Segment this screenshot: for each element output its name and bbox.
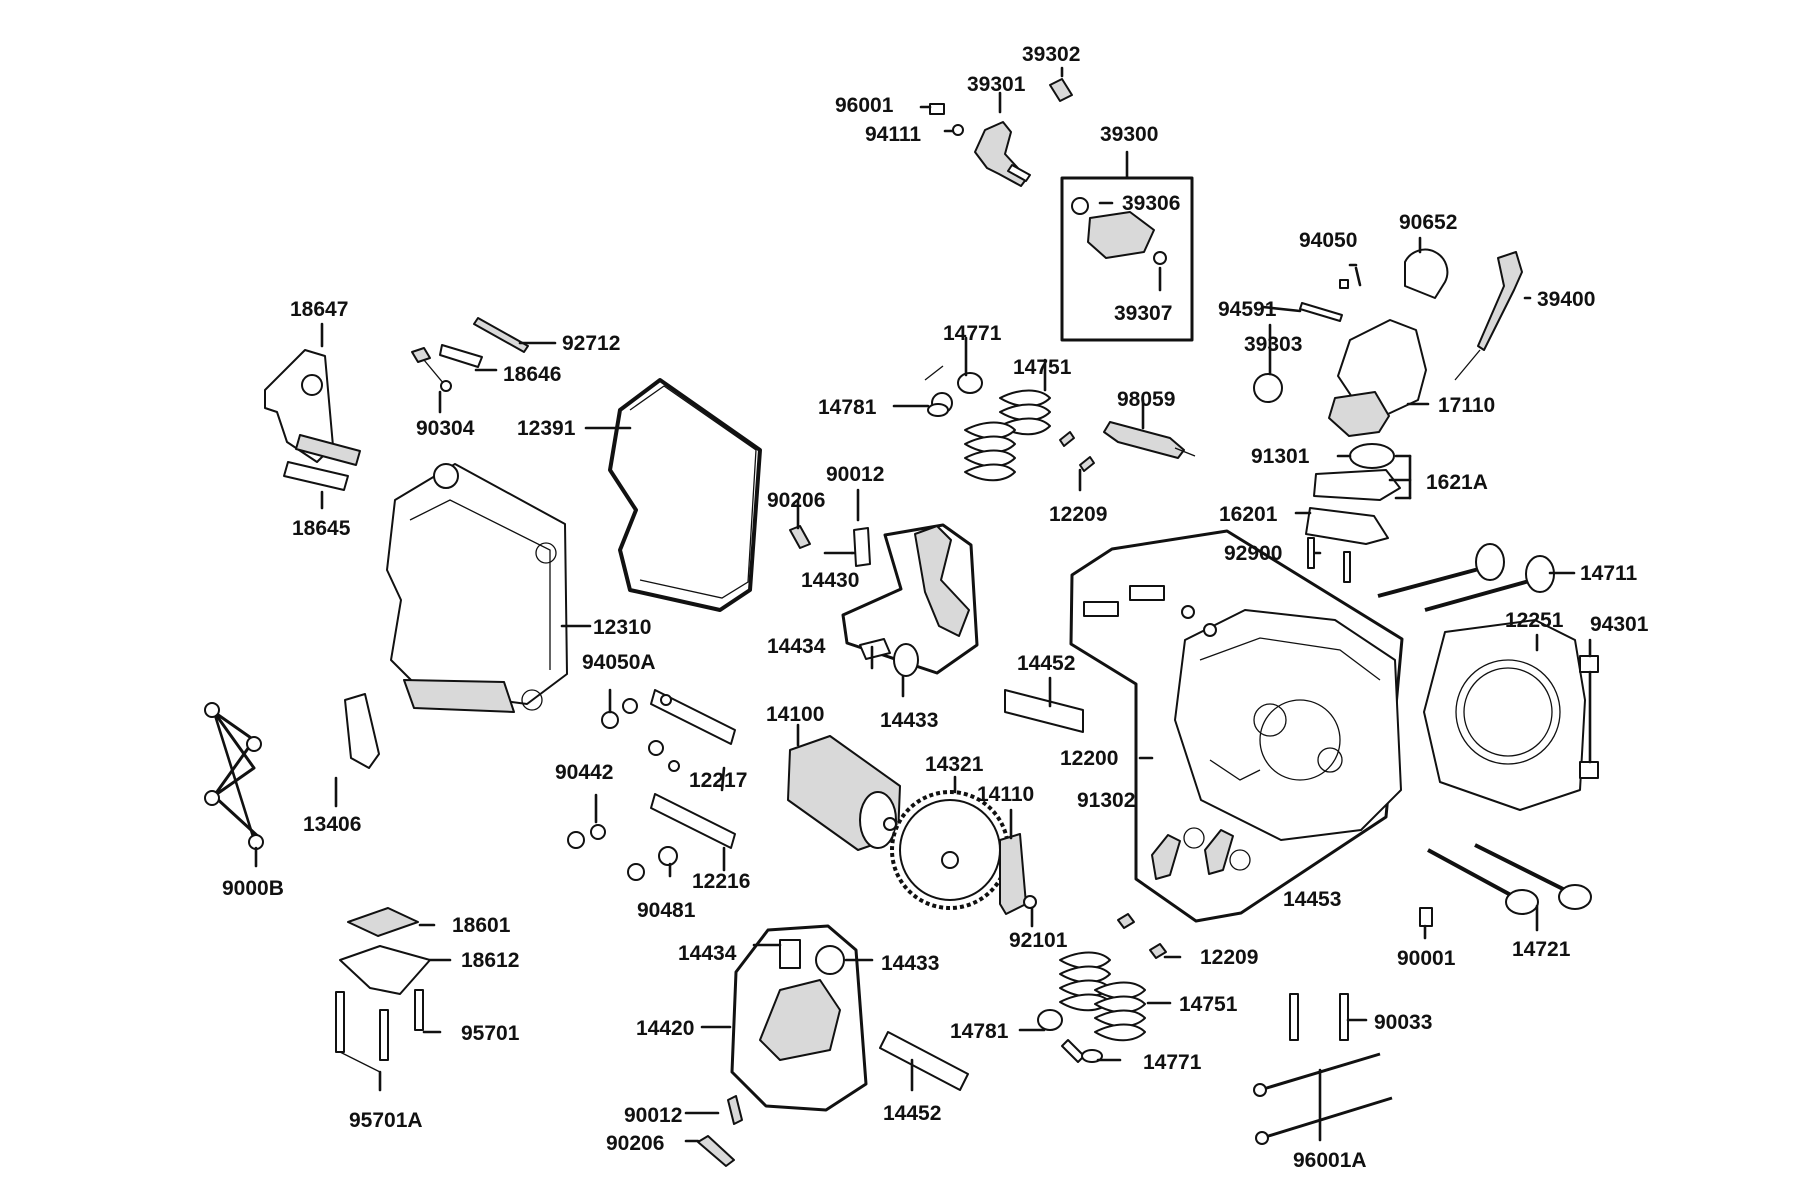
valve-cover-gasket xyxy=(584,378,762,612)
label-90001: 90001 xyxy=(1397,947,1456,970)
label-90206b: 90206 xyxy=(606,1132,664,1155)
camshaft-pin xyxy=(1004,676,1084,733)
label-90012a: 90012 xyxy=(826,463,884,486)
label-14453: 14453 xyxy=(1283,888,1341,911)
label-9000B: 9000B xyxy=(222,877,284,900)
label-90206a: 90206 xyxy=(767,489,825,512)
label-18612: 18612 xyxy=(461,949,519,972)
chain-tensioner-lever xyxy=(334,693,380,808)
label-91302: 91302 xyxy=(1077,789,1135,812)
label-17110: 17110 xyxy=(1438,394,1495,417)
label-14771b: 14771 xyxy=(1143,1051,1202,1074)
label-18601: 18601 xyxy=(452,914,511,937)
label-96001: 96001 xyxy=(835,94,894,117)
label-14434b: 14434 xyxy=(678,942,737,965)
label-90652: 90652 xyxy=(1399,211,1457,234)
label-14771a: 14771 xyxy=(943,322,1002,345)
rocker-arm-upper xyxy=(789,488,979,698)
part-labels: 39302 39301 96001 94111 39300 39306 3930… xyxy=(222,43,1649,1172)
cylinder-head-box xyxy=(1069,529,1404,923)
valve-springs-upper xyxy=(892,336,1095,492)
label-39303: 39303 xyxy=(1244,333,1302,356)
label-94050A: 94050A xyxy=(582,651,656,674)
label-14751a: 14751 xyxy=(1013,356,1072,379)
spark-plug xyxy=(1103,398,1196,459)
label-92101: 92101 xyxy=(1009,929,1068,952)
label-39307: 39307 xyxy=(1114,302,1172,325)
label-39302: 39302 xyxy=(1022,43,1080,66)
label-92712: 92712 xyxy=(562,332,620,355)
label-12209b: 12209 xyxy=(1200,946,1258,969)
label-1621A: 1621A xyxy=(1426,471,1488,494)
injector-kit-box xyxy=(1060,150,1194,342)
throttle-body xyxy=(1253,236,1532,437)
label-13406: 13406 xyxy=(303,813,361,836)
label-14781a: 14781 xyxy=(818,396,877,419)
label-91301: 91301 xyxy=(1251,445,1310,468)
cam-chain-guide xyxy=(999,808,1037,928)
label-14420: 14420 xyxy=(636,1017,694,1040)
label-14781b: 14781 xyxy=(950,1020,1009,1043)
label-94111: 94111 xyxy=(865,123,921,146)
label-12200: 12200 xyxy=(1060,747,1118,770)
label-96001A: 96001A xyxy=(1293,1149,1367,1172)
label-90033: 90033 xyxy=(1374,1011,1432,1034)
label-18646: 18646 xyxy=(503,363,561,386)
valves-intake xyxy=(1377,543,1576,612)
valve-springs-lower xyxy=(1018,913,1182,1063)
filter-cover xyxy=(335,907,452,1092)
label-12251: 12251 xyxy=(1505,609,1564,632)
label-12209a: 12209 xyxy=(1049,503,1107,526)
label-39301: 39301 xyxy=(967,73,1026,96)
intake-gaskets xyxy=(1294,443,1412,583)
label-14452a: 14452 xyxy=(1017,652,1075,675)
label-14430: 14430 xyxy=(801,569,859,592)
label-90442: 90442 xyxy=(555,761,613,784)
label-90481: 90481 xyxy=(637,899,696,922)
label-18647: 18647 xyxy=(290,298,348,321)
valve-cover xyxy=(386,463,592,713)
label-94050: 94050 xyxy=(1299,229,1357,252)
label-98059: 98059 xyxy=(1117,388,1175,411)
label-16201: 16201 xyxy=(1219,503,1278,526)
label-14110: 14110 xyxy=(977,783,1034,806)
label-12216: 12216 xyxy=(692,870,750,893)
cylinder-head-gasket xyxy=(1423,619,1599,811)
label-92900: 92900 xyxy=(1224,542,1282,565)
fuel-rail-bracket xyxy=(919,66,1073,187)
camshaft xyxy=(787,723,901,851)
label-39306: 39306 xyxy=(1122,192,1180,215)
label-14721: 14721 xyxy=(1512,938,1571,961)
rocker-pin-lower xyxy=(879,1031,969,1092)
label-94591: 94591 xyxy=(1218,298,1277,321)
label-14434a: 14434 xyxy=(767,635,826,658)
label-94301: 94301 xyxy=(1590,613,1649,636)
nut-bracket-group xyxy=(567,688,736,881)
label-14711: 14711 xyxy=(1580,562,1638,585)
cover-bolts xyxy=(411,317,557,414)
label-95701: 95701 xyxy=(461,1022,520,1045)
label-14321: 14321 xyxy=(925,753,984,776)
label-39300: 39300 xyxy=(1100,123,1158,146)
label-18645: 18645 xyxy=(292,517,351,540)
label-95701A: 95701A xyxy=(349,1109,423,1132)
bolt-set-9000B xyxy=(204,702,264,868)
label-14452b: 14452 xyxy=(883,1102,941,1125)
oil-pipe-bracket xyxy=(264,322,361,510)
label-14100: 14100 xyxy=(766,703,824,726)
label-14433b: 14433 xyxy=(881,952,939,975)
valves-exhaust xyxy=(1419,843,1592,940)
label-39400: 39400 xyxy=(1537,288,1595,311)
label-14433a: 14433 xyxy=(880,709,938,732)
label-12217: 12217 xyxy=(689,769,747,792)
cylinder-head xyxy=(1083,585,1402,880)
label-12391: 12391 xyxy=(517,417,576,440)
rocker-arm-lower xyxy=(684,924,874,1167)
label-90304: 90304 xyxy=(416,417,475,440)
label-90012b: 90012 xyxy=(624,1104,682,1127)
label-12310: 12310 xyxy=(593,616,651,639)
studs-and-bolts xyxy=(1253,993,1393,1145)
label-14751b: 14751 xyxy=(1179,993,1238,1016)
